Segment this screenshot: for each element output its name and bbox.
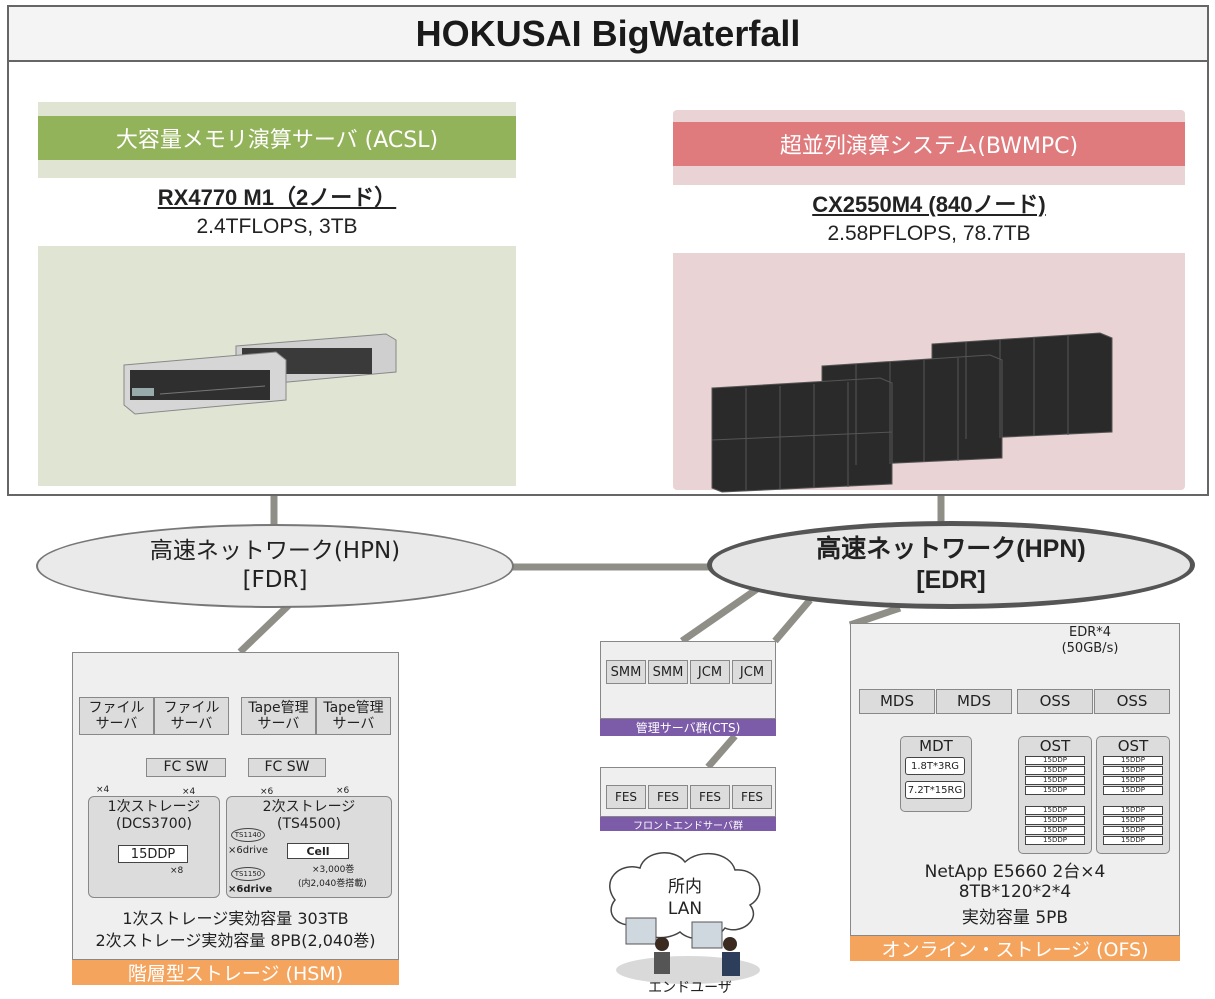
cell-count: ×3,000巻: [312, 865, 355, 875]
drive2-count: ×6drive: [228, 884, 273, 895]
mult-1: ×4: [96, 785, 110, 795]
cell-slot: Cell: [287, 843, 349, 859]
primary-count: ×8: [170, 866, 184, 876]
mult-4: ×6: [336, 786, 350, 796]
ost-ddp-unit: 15DDP: [1025, 776, 1085, 785]
mds-1: MDS: [859, 689, 935, 714]
cell-note: (内2,040巻搭載): [298, 879, 367, 889]
cts-node-2: SMM: [648, 660, 688, 684]
mult-2: ×4: [182, 787, 196, 797]
fes-node-3: FES: [690, 785, 730, 809]
ost-ddp-unit: 15DDP: [1103, 806, 1163, 815]
hsm-server-3: Tape管理 サーバ: [241, 697, 316, 735]
fc-switch-2: FC SW: [248, 758, 326, 777]
hsm-server-2: ファイル サーバ: [154, 697, 229, 735]
ost-ddp-unit: 15DDP: [1103, 766, 1163, 775]
mdt-title: MDT: [919, 737, 953, 755]
hpn-fdr-ellipse: 高速ネットワーク(HPN) [FDR]: [36, 524, 514, 608]
ost-ddp-unit: 15DDP: [1025, 786, 1085, 795]
ost-ddp-unit: 15DDP: [1103, 836, 1163, 845]
drive-ts1140: TS1140: [231, 828, 265, 842]
hpn-fdr-line1: 高速ネットワーク(HPN): [149, 538, 401, 565]
hsm-server-1: ファイル サーバ: [79, 697, 154, 735]
ost-ddp-unit: 15DDP: [1025, 766, 1085, 775]
fes-node-4: FES: [732, 785, 772, 809]
page-title: HOKUSAI BigWaterfall: [7, 5, 1209, 62]
acsl-model: RX4770 M1（2ノード）: [157, 185, 397, 211]
ofs-label: オンライン・ストレージ (OFS): [850, 936, 1180, 961]
fes-label: フロントエンドサーバ群: [600, 817, 776, 832]
cts-node-4: JCM: [732, 660, 772, 684]
ost-ddp-unit: 15DDP: [1025, 836, 1085, 845]
cts-node-1: SMM: [606, 660, 646, 684]
drive-ts1150: TS1150: [231, 867, 265, 881]
oss-1: OSS: [1017, 689, 1093, 714]
secondary-title: 2次ストレージ (TS4500): [262, 799, 356, 832]
bwmpc-model: CX2550M4 (840ノード): [812, 192, 1046, 218]
acsl-header: 大容量メモリ演算サーバ (ACSL): [38, 116, 516, 160]
mds-2: MDS: [936, 689, 1012, 714]
drive1-count: ×6drive: [228, 845, 269, 856]
ost-ddp-unit: 15DDP: [1103, 826, 1163, 835]
ost-ddp-unit: 15DDP: [1025, 826, 1085, 835]
mdt-disk-2: 7.2T*15RG: [905, 781, 965, 799]
ost-ddp-unit: 15DDP: [1025, 756, 1085, 765]
acsl-spec: 2.4TFLOPS, 3TB: [196, 214, 358, 238]
end-user-label: エンドユーザ: [648, 980, 732, 996]
hsm-capacity-1: 1次ストレージ実効容量 303TB: [122, 909, 349, 928]
ost-ddp-unit: 15DDP: [1103, 776, 1163, 785]
oss-2: OSS: [1094, 689, 1170, 714]
hpn-fdr-line2: [FDR]: [242, 567, 308, 593]
mult-3: ×6: [260, 787, 274, 797]
ost-ddp-unit: 15DDP: [1103, 816, 1163, 825]
fc-switch-1: FC SW: [146, 758, 226, 777]
acsl-panel: [38, 102, 516, 486]
hsm-label: 階層型ストレージ (HSM): [72, 960, 399, 985]
hsm-capacity-2: 2次ストレージ実効容量 8PB(2,040巻): [95, 931, 376, 950]
cts-node-3: JCM: [690, 660, 730, 684]
ost-ddp-unit: 15DDP: [1103, 786, 1163, 795]
ofs-desc-1: NetApp E5660 2台×4: [924, 861, 1106, 882]
hpn-edr-ellipse: 高速ネットワーク(HPN) [EDR]: [707, 521, 1195, 609]
ost-title-2: OST: [1117, 737, 1149, 755]
lan-label: 所内 LAN: [667, 876, 703, 919]
ost-title-1: OST: [1039, 737, 1071, 755]
ofs-desc-3: 実効容量 5PB: [961, 907, 1069, 928]
hpn-edr-line2: [EDR]: [916, 566, 986, 594]
fes-node-1: FES: [606, 785, 646, 809]
ofs-desc-2: 8TB*120*2*4: [958, 882, 1072, 902]
primary-title: 1次ストレージ (DCS3700): [107, 799, 201, 832]
ost-ddp-unit: 15DDP: [1025, 806, 1085, 815]
bwmpc-info: CX2550M4 (840ノード) 2.58PFLOPS, 78.7TB: [673, 185, 1185, 253]
acsl-info: RX4770 M1（2ノード） 2.4TFLOPS, 3TB: [38, 178, 516, 246]
bwmpc-header: 超並列演算システム(BWMPC): [673, 122, 1185, 166]
edr-label: EDR*4 (50GB/s): [1061, 625, 1119, 656]
fes-node-2: FES: [648, 785, 688, 809]
hpn-edr-line1: 高速ネットワーク(HPN): [816, 534, 1086, 563]
mdt-disk-1: 1.8T*3RG: [905, 757, 965, 775]
bwmpc-spec: 2.58PFLOPS, 78.7TB: [827, 221, 1031, 245]
primary-unit: 15DDP: [118, 845, 188, 863]
ost-ddp-unit: 15DDP: [1103, 756, 1163, 765]
cts-label: 管理サーバ群(CTS): [600, 719, 776, 736]
ost-ddp-unit: 15DDP: [1025, 816, 1085, 825]
hsm-server-4: Tape管理 サーバ: [316, 697, 391, 735]
